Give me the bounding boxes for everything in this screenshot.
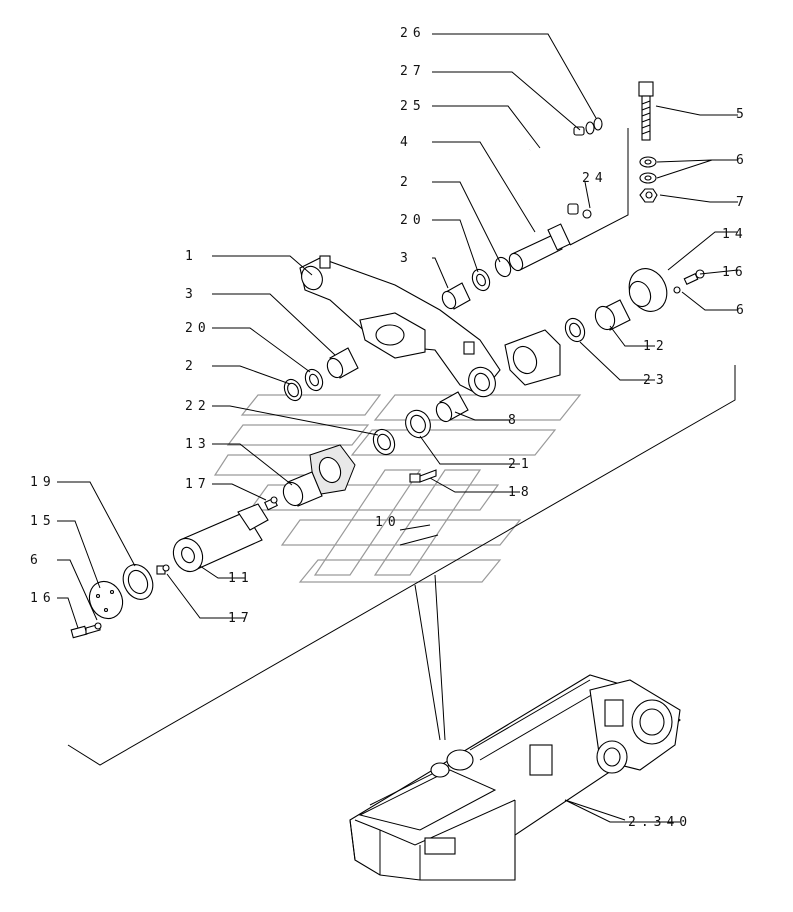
ring-21 bbox=[405, 409, 431, 439]
bushing-3-left bbox=[326, 347, 359, 379]
bushing-8 bbox=[435, 391, 469, 423]
label-13: 13 bbox=[185, 437, 211, 452]
label-2-left: 2 bbox=[185, 359, 198, 374]
fitting-17-lower bbox=[156, 564, 170, 575]
label-17-upper: 17 bbox=[185, 477, 211, 492]
label-16-right: 16 bbox=[722, 265, 748, 280]
label-15: 15 bbox=[30, 514, 56, 529]
cover-15 bbox=[88, 580, 124, 620]
label-21: 21 bbox=[508, 457, 534, 472]
label-5: 5 bbox=[736, 107, 749, 122]
callout-labels: 26 27 25 4 2 24 20 3 5 6 7 14 16 6 1 3 2… bbox=[30, 26, 749, 830]
label-23: 23 bbox=[643, 373, 669, 388]
label-27: 27 bbox=[400, 64, 426, 79]
label-26: 26 bbox=[400, 26, 426, 41]
label-4: 4 bbox=[400, 135, 413, 150]
label-2-upper: 2 bbox=[400, 175, 413, 190]
label-14: 14 bbox=[722, 227, 748, 242]
label-11: 11 bbox=[228, 571, 254, 586]
ring-22 bbox=[372, 428, 396, 456]
label-8: 8 bbox=[508, 413, 521, 428]
arm-1 bbox=[299, 255, 501, 398]
label-6-left: 6 bbox=[30, 553, 43, 568]
label-20-left: 20 bbox=[185, 321, 211, 336]
nut-7 bbox=[639, 188, 658, 203]
bolt-5 bbox=[638, 81, 654, 141]
pin-4 bbox=[508, 223, 571, 272]
label-3-upper: 3 bbox=[400, 251, 413, 266]
label-16-left: 16 bbox=[30, 591, 56, 606]
seal-23 bbox=[564, 317, 586, 343]
label-12: 12 bbox=[643, 339, 669, 354]
label-22: 22 bbox=[185, 399, 211, 414]
cap-14 bbox=[628, 268, 668, 312]
washers-6 bbox=[639, 156, 657, 184]
label-6-right: 6 bbox=[736, 303, 749, 318]
ring-19 bbox=[122, 564, 154, 600]
assembly-frame-lines bbox=[67, 128, 736, 766]
label-24: 24 bbox=[582, 171, 608, 186]
label-10: 10 bbox=[375, 515, 401, 530]
pin-11 bbox=[172, 503, 269, 573]
hose-assembly bbox=[519, 117, 603, 219]
label-18: 18 bbox=[508, 485, 534, 500]
label-20-upper: 20 bbox=[400, 213, 426, 228]
washer-6-left bbox=[94, 622, 102, 630]
bracket-right bbox=[504, 329, 561, 386]
frame-assembly bbox=[349, 674, 681, 881]
seal-20-left bbox=[304, 368, 324, 392]
fitting-17-upper bbox=[264, 496, 278, 511]
bolt-18 bbox=[409, 469, 437, 483]
bushing-13 bbox=[282, 471, 323, 507]
label-19: 19 bbox=[30, 475, 56, 490]
label-6-top: 6 bbox=[736, 153, 749, 168]
label-7: 7 bbox=[736, 195, 749, 210]
leader-lines bbox=[57, 33, 739, 823]
bolt-16-right bbox=[673, 269, 705, 294]
boss-plate bbox=[309, 444, 356, 496]
seal-2-left bbox=[283, 378, 303, 402]
label-25: 25 bbox=[400, 99, 426, 114]
label-1: 1 bbox=[185, 249, 198, 264]
bushing-12 bbox=[594, 299, 631, 331]
bushing-group-upper bbox=[441, 256, 512, 310]
label-3-left: 3 bbox=[185, 287, 198, 302]
label-2340: 2.340 bbox=[628, 815, 692, 830]
label-17-lower: 17 bbox=[228, 611, 254, 626]
